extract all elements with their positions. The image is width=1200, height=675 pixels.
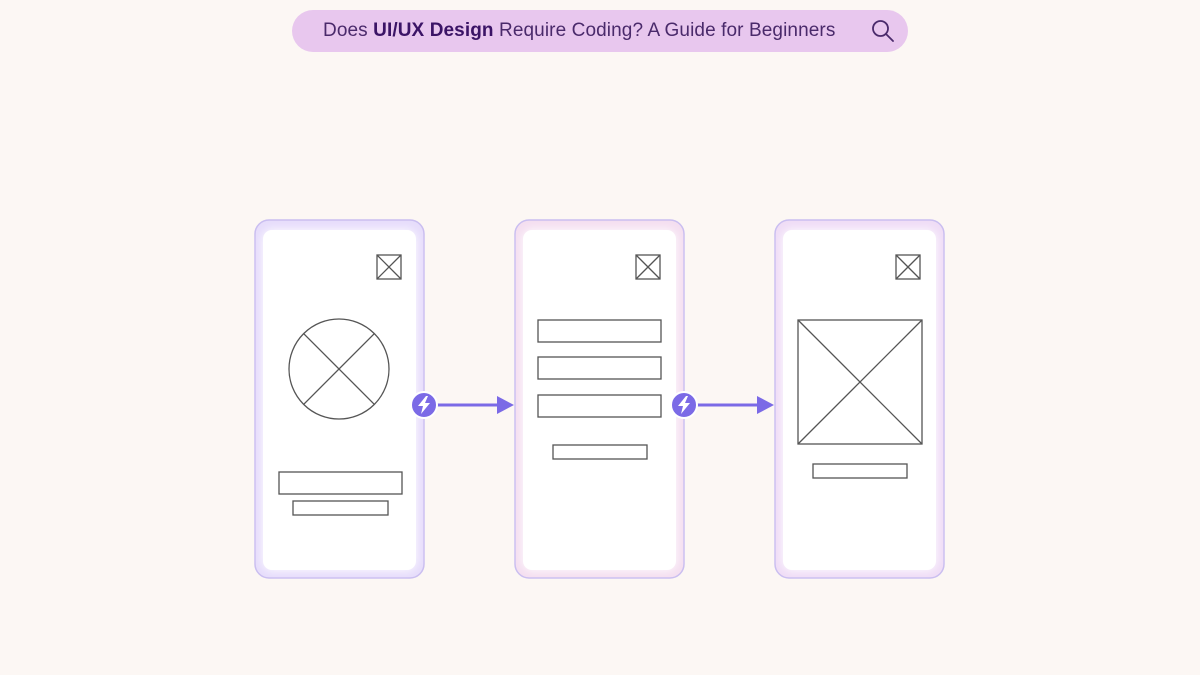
input-field (537, 394, 662, 418)
screen-surface (263, 230, 416, 570)
lightning-icon (418, 396, 430, 414)
search-icon[interactable] (870, 18, 896, 44)
image-placeholder-icon (797, 319, 923, 445)
text-bar-narrow (292, 500, 389, 516)
connector-arrow (670, 391, 774, 419)
screen-surface (523, 230, 676, 570)
image-screen (774, 219, 945, 579)
button-bar (552, 444, 648, 460)
search-title: Does UI/UX Design Require Coding? A Guid… (323, 20, 835, 42)
title-bold: UI/UX Design (373, 20, 494, 41)
close-box-icon (376, 254, 402, 280)
lightning-icon (678, 396, 690, 414)
input-field (537, 356, 662, 380)
arrow-head (757, 396, 774, 414)
search-bar[interactable]: Does UI/UX Design Require Coding? A Guid… (292, 10, 908, 52)
input-field (537, 319, 662, 343)
profile-screen (254, 219, 425, 579)
connector-arrow (410, 391, 514, 419)
arrow-head (497, 396, 514, 414)
caption-bar (812, 463, 908, 479)
close-box-icon (895, 254, 921, 280)
close-box-icon (635, 254, 661, 280)
title-suffix: Require Coding? A Guide for Beginners (493, 20, 836, 41)
avatar-placeholder-icon (288, 318, 390, 420)
title-prefix: Does (323, 20, 374, 41)
form-screen (514, 219, 685, 579)
text-bar-wide (278, 471, 403, 495)
screen-surface (783, 230, 936, 570)
